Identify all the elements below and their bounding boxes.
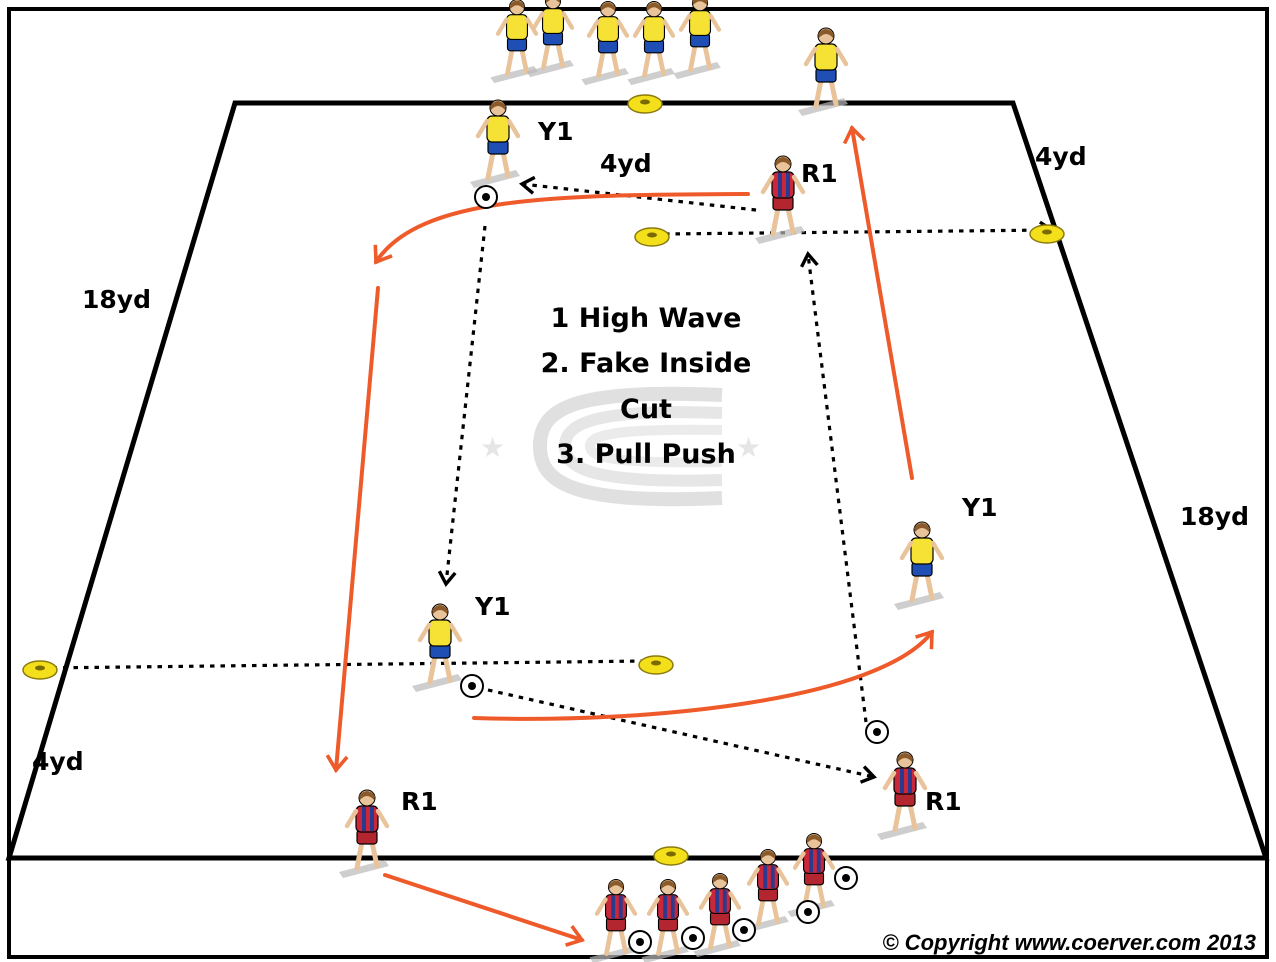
yellow-queue-player <box>627 1 676 86</box>
run-r1-around <box>373 192 750 265</box>
player-r1-bottom-left <box>339 789 390 878</box>
step-3: 3. Pull Push <box>556 439 736 470</box>
run-to-queue <box>383 873 585 947</box>
ball-top <box>474 185 498 209</box>
label-r1-top: R1 <box>801 159 838 188</box>
queue-ball <box>732 918 756 942</box>
run-y1-up <box>842 124 914 480</box>
yellow-queue-player <box>526 0 575 78</box>
yellow-queue-player <box>490 0 539 84</box>
cone-mid <box>638 655 674 675</box>
red-queue-player <box>787 833 836 918</box>
players-layer <box>339 0 945 962</box>
step-2: 2. Fake Inside <box>541 348 752 379</box>
dim-top-mid: 4yd <box>600 149 652 178</box>
player-y1-right <box>894 521 945 610</box>
cone-top-mid <box>634 227 670 247</box>
diagram-frame <box>7 7 1269 959</box>
dim-bottom-left: 4yd <box>32 747 84 776</box>
red-queue-player <box>641 879 690 962</box>
label-y1-top: Y1 <box>537 117 574 146</box>
dim-top-right: 4yd <box>1035 142 1087 171</box>
ball-right <box>865 720 889 744</box>
yellow-queue-player <box>673 0 722 80</box>
label-y1-mid: Y1 <box>474 592 511 621</box>
queue-ball <box>834 866 858 890</box>
cone-bottom <box>653 846 689 866</box>
field-outline <box>5 100 1270 861</box>
svg-text:★: ★ <box>736 431 761 464</box>
step-1: 1 High Wave <box>551 303 742 334</box>
cone-top <box>627 94 663 114</box>
step-2-cont: Cut <box>620 394 672 425</box>
dim-right-length: 18yd <box>1180 502 1249 531</box>
drill-steps: 1 High Wave 2. Fake Inside Cut 3. Pull P… <box>541 303 752 470</box>
ball-mid <box>460 674 484 698</box>
yellow-queue-player <box>581 1 630 86</box>
red-queue-player <box>589 879 638 962</box>
queue-ball <box>796 900 820 924</box>
run-down-left <box>325 286 380 774</box>
label-y1-right: Y1 <box>961 493 998 522</box>
svg-text:★: ★ <box>480 431 505 464</box>
player-r1-bottom-right <box>877 751 928 840</box>
pass-y1-down <box>437 225 487 588</box>
pass-y1-to-r1 <box>487 688 877 784</box>
gate-line-mid <box>41 659 649 670</box>
run-y1-curve <box>472 629 934 721</box>
queue-ball <box>628 930 652 954</box>
label-r1-bottom-left: R1 <box>401 787 438 816</box>
label-r1-bottom-right: R1 <box>925 787 962 816</box>
pass-r1-up <box>800 250 868 723</box>
gate-line-top <box>664 220 1056 240</box>
cone-right <box>1029 224 1065 244</box>
coerver-watermark-logo: ★ ★ <box>480 386 761 507</box>
yellow-waiting-player <box>798 27 849 116</box>
queue-ball <box>681 926 705 950</box>
copyright-text: © Copyright www.coerver.com 2013 <box>882 930 1256 955</box>
player-y1-top <box>470 99 521 188</box>
player-r1-top <box>755 155 806 244</box>
cone-left <box>22 660 58 680</box>
dim-left-length: 18yd <box>82 285 151 314</box>
red-queue-player <box>693 873 742 958</box>
player-y1-mid <box>412 603 463 692</box>
